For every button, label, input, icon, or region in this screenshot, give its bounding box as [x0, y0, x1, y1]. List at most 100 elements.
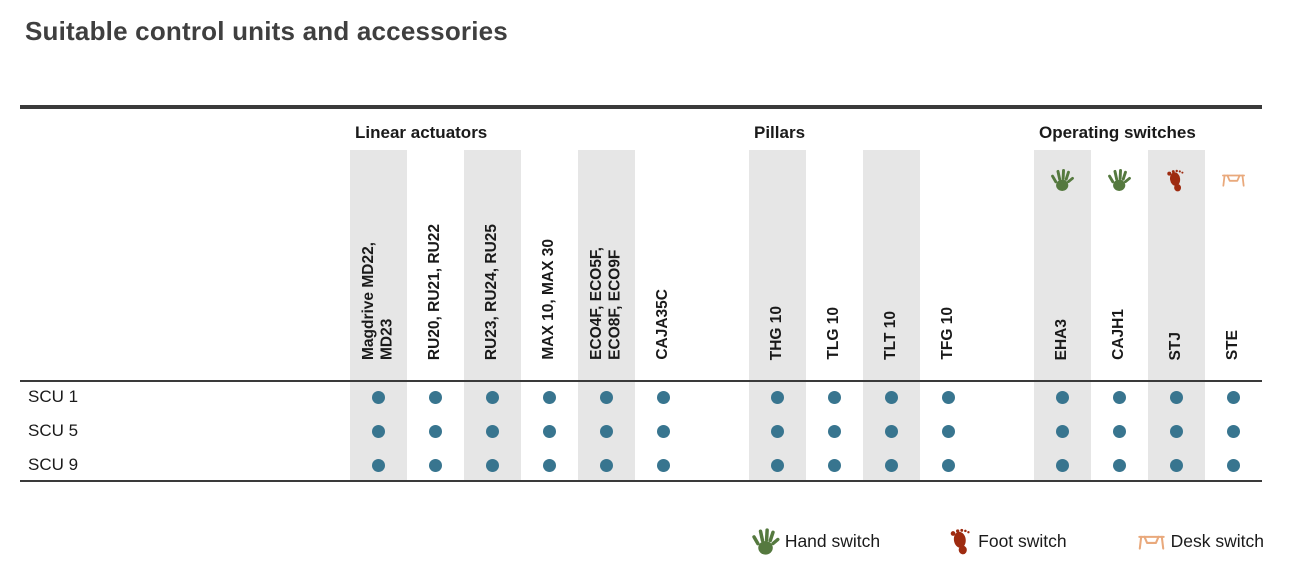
compatibility-dot [771, 458, 784, 472]
column-header-label: TLG 10 [825, 307, 843, 360]
compatibility-dot [372, 458, 385, 472]
column-header-ru20: RU20, RU21, RU22 [407, 210, 464, 380]
column-header-cajh1: CAJH1 [1091, 210, 1148, 380]
compatibility-dot [486, 390, 499, 404]
table-top-rule [20, 105, 1262, 109]
table-cell [1148, 414, 1205, 448]
table-cell [521, 414, 578, 448]
table-cell [1034, 448, 1091, 482]
table-cell [749, 414, 806, 448]
row-label-scu1: SCU 1 [28, 387, 79, 406]
column-header-label: RU23, RU24, RU25 [483, 223, 501, 360]
table-cell [806, 414, 863, 448]
table-cell [863, 414, 920, 448]
column-icon-cell [1148, 150, 1205, 210]
column-header-label: STE [1224, 329, 1242, 360]
column-icon-cell [1205, 150, 1262, 210]
compatibility-dot [657, 458, 670, 472]
table-cell [1091, 448, 1148, 482]
group-header-pillars: Pillars [754, 123, 806, 142]
compatibility-dot [1170, 424, 1183, 438]
table-cell [806, 448, 863, 482]
legend-item-desk-switch: Desk switch [1135, 527, 1264, 557]
table-cell [350, 380, 407, 414]
group-header-linear-actuators: Linear actuators [355, 123, 488, 142]
table-cell [1205, 448, 1262, 482]
column-header-tlt10: TLT 10 [863, 210, 920, 380]
compatibility-dot [1056, 390, 1069, 404]
compatibility-dot [657, 424, 670, 438]
hand-icon [751, 526, 782, 557]
desk-icon [1135, 527, 1168, 557]
column-header-ru23: RU23, RU24, RU25 [464, 210, 521, 380]
table-cell [1205, 414, 1262, 448]
column-header-eco: ECO4F, ECO5F, ECO8F, ECO9F [578, 210, 635, 380]
column-header-tlg10: TLG 10 [806, 210, 863, 380]
table-cell [1148, 380, 1205, 414]
table-cell [578, 414, 635, 448]
compatibility-dot [600, 390, 613, 404]
compatibility-table: Linear actuators Pillars Operating switc… [20, 105, 1301, 482]
table-cell [1091, 414, 1148, 448]
compatibility-dot [828, 424, 841, 438]
column-header-label: ECO4F, ECO5F, ECO8F, ECO9F [588, 247, 624, 360]
compatibility-dot [1113, 424, 1126, 438]
compatibility-dot [486, 458, 499, 472]
compatibility-dot [600, 424, 613, 438]
compatibility-dot [543, 424, 556, 438]
table-cell [1205, 380, 1262, 414]
table-bottom-rule [20, 480, 1262, 482]
table-cell [920, 414, 977, 448]
table-cell [635, 380, 692, 414]
column-header-tfg10: TFG 10 [920, 210, 977, 380]
table-cell [1091, 380, 1148, 414]
column-header-label: STJ [1167, 331, 1185, 360]
page-title: Suitable control units and accessories [25, 16, 508, 46]
compatibility-dot [771, 424, 784, 438]
table-cell [1034, 414, 1091, 448]
foot-icon [948, 526, 975, 557]
legend-label: Foot switch [978, 531, 1067, 551]
compatibility-dot [429, 424, 442, 438]
compatibility-dot [429, 390, 442, 404]
column-header-label: RU20, RU21, RU22 [426, 223, 444, 360]
compatibility-dot [1056, 424, 1069, 438]
column-icon-cell [1034, 150, 1091, 210]
table-cell [863, 448, 920, 482]
table-cell [407, 448, 464, 482]
table-cell [863, 380, 920, 414]
table-cell [635, 448, 692, 482]
foot-icon [1165, 167, 1188, 194]
compatibility-dot [885, 458, 898, 472]
legend-item-hand-switch: Hand switch [751, 526, 880, 557]
legend-item-foot-switch: Foot switch [948, 526, 1067, 557]
table-cell [920, 380, 977, 414]
desk-icon [1219, 167, 1248, 193]
column-icon-cell [1091, 150, 1148, 210]
legend: Hand switch Foot switch Desk switch [0, 526, 1264, 557]
compatibility-dot [543, 390, 556, 404]
column-header-label: THG 10 [768, 305, 786, 360]
column-header-label: CAJA35C [654, 289, 672, 360]
compatibility-dot [1227, 390, 1240, 404]
compatibility-dot [1113, 458, 1126, 472]
compatibility-dot [942, 424, 955, 438]
compatibility-dot [1056, 458, 1069, 472]
compatibility-dot [885, 424, 898, 438]
column-header-max: MAX 10, MAX 30 [521, 210, 578, 380]
compatibility-dot [828, 458, 841, 472]
table-cell [578, 380, 635, 414]
column-header-label: EHA3 [1053, 318, 1071, 360]
table-cell [521, 380, 578, 414]
column-header-thg10: THG 10 [749, 210, 806, 380]
compatibility-dot [1113, 390, 1126, 404]
legend-label: Hand switch [784, 531, 881, 551]
compatibility-dot [486, 424, 499, 438]
header-separator-rule [20, 380, 1262, 382]
table-cell [578, 448, 635, 482]
compatibility-dot [600, 458, 613, 472]
compatibility-dot [828, 390, 841, 404]
table-cell [350, 414, 407, 448]
legend-label: Desk switch [1170, 531, 1264, 551]
table-cell [464, 414, 521, 448]
